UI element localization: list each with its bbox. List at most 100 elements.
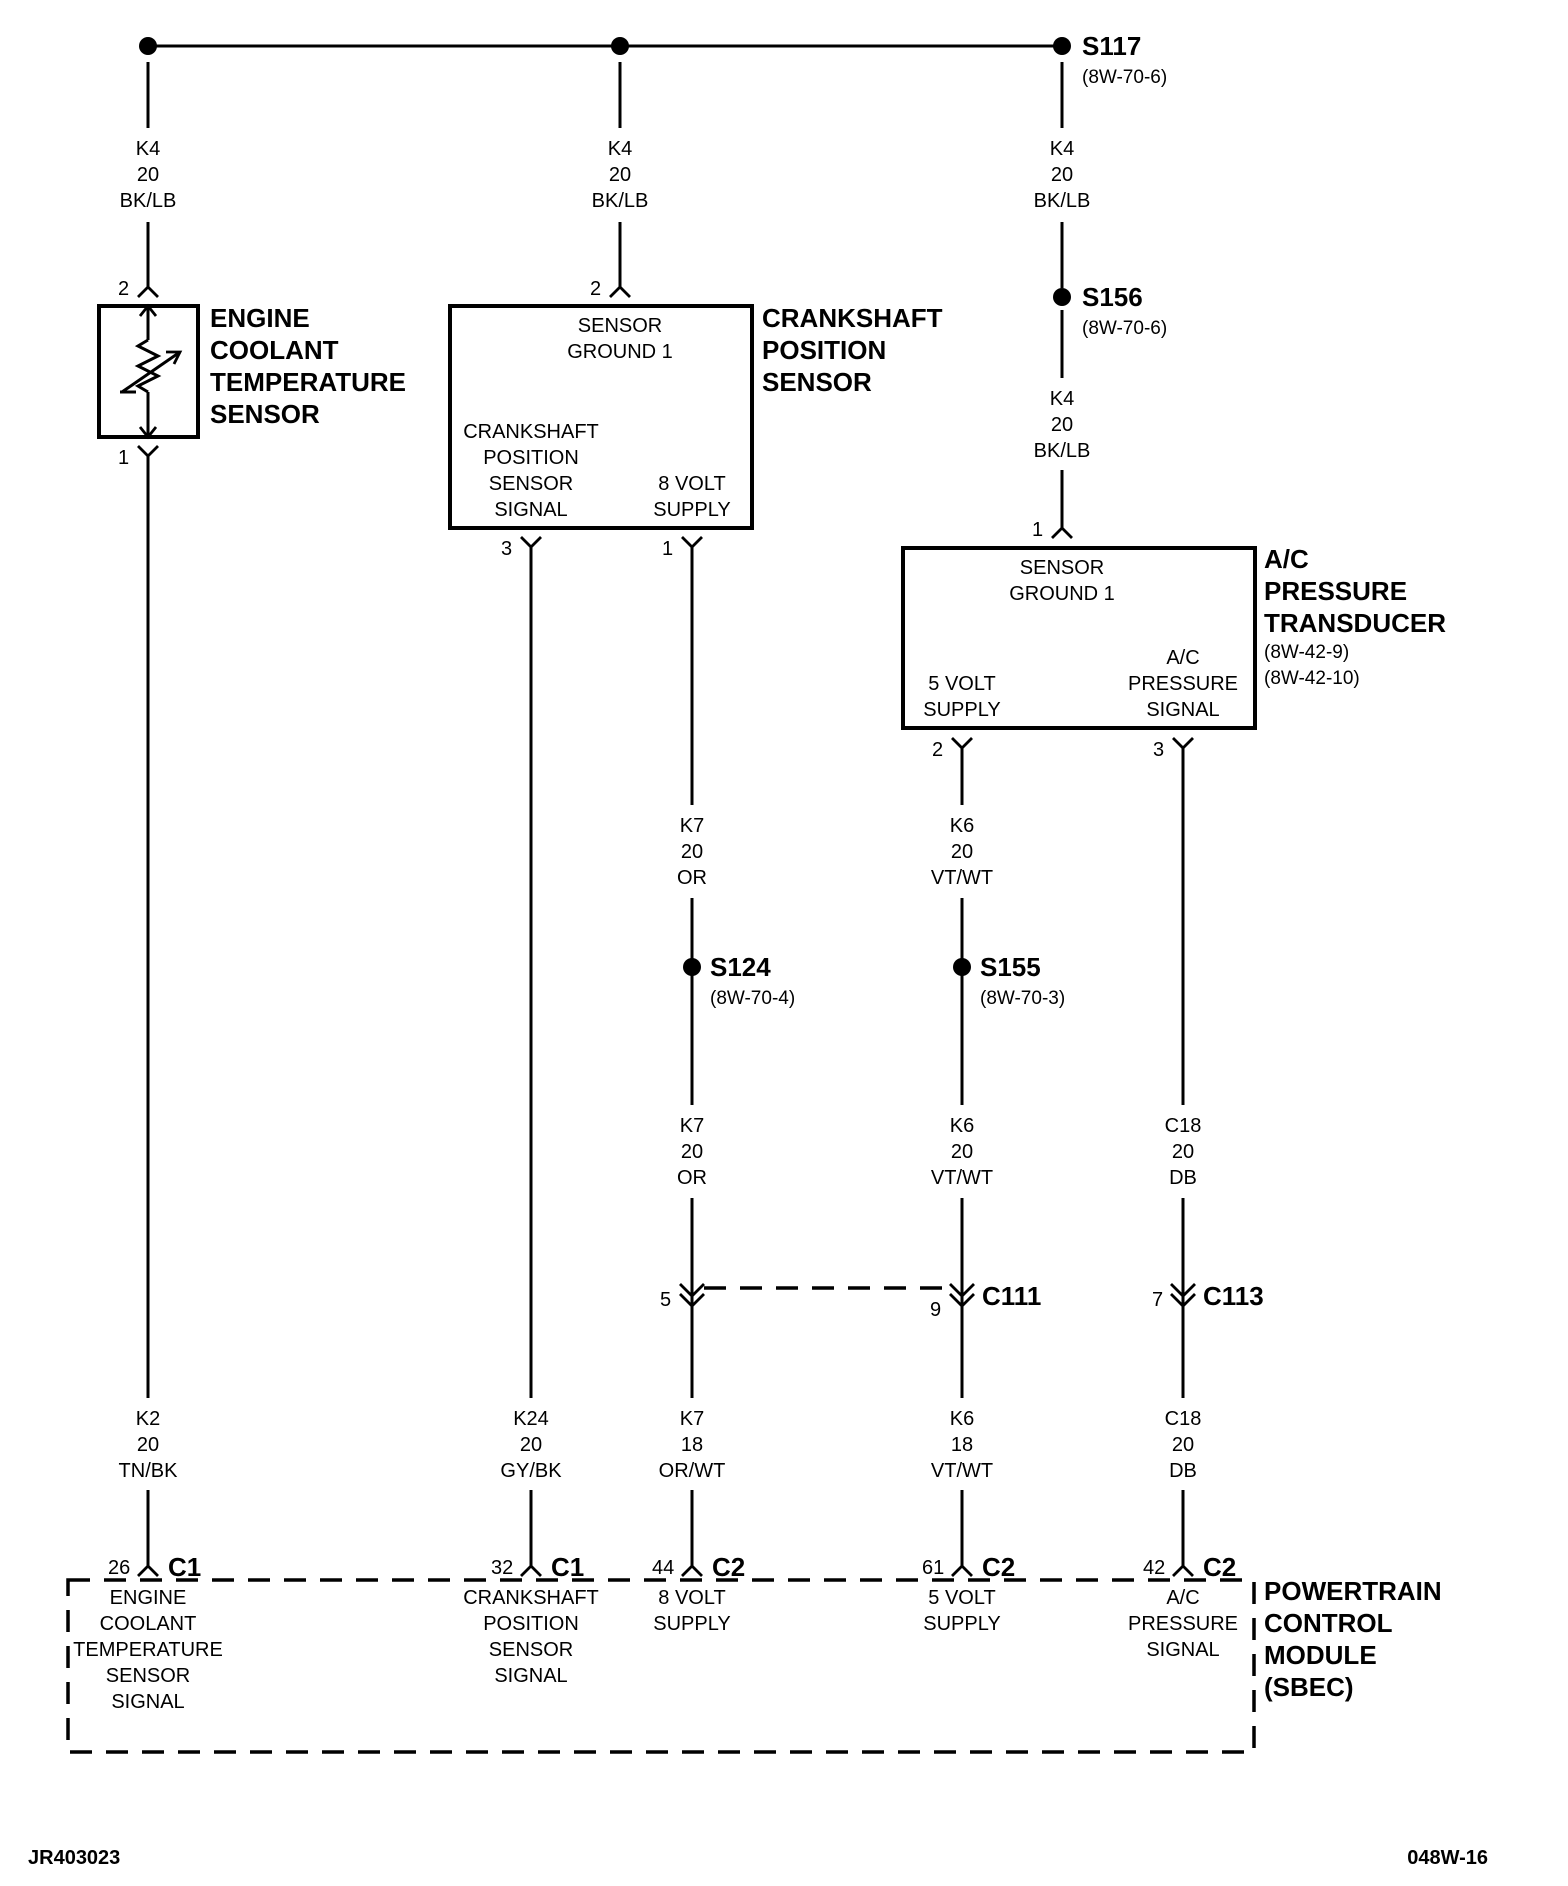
svg-text:COOLANT: COOLANT: [100, 1613, 197, 1635]
svg-text:DB: DB: [1169, 1167, 1197, 1189]
wire-k2-ect-signal: K2 20 TN/BK: [119, 456, 179, 1566]
svg-text:18: 18: [681, 1434, 703, 1456]
wire-k24-ckp-signal: K24 20 GY/BK: [500, 547, 562, 1566]
svg-text:SIGNAL: SIGNAL: [111, 1691, 184, 1713]
svg-text:K4: K4: [608, 138, 632, 160]
svg-text:SIGNAL: SIGNAL: [494, 499, 567, 521]
svg-text:VT/WT: VT/WT: [931, 1167, 993, 1189]
svg-text:20: 20: [1051, 164, 1073, 186]
svg-text:SENSOR: SENSOR: [1020, 557, 1104, 579]
svg-text:42: 42: [1143, 1557, 1165, 1579]
svg-text:C111: C111: [982, 1281, 1041, 1311]
powertrain-control-module: [66, 1578, 1256, 1754]
svg-text:CONTROL: CONTROL: [1264, 1608, 1393, 1638]
svg-text:1: 1: [1032, 519, 1043, 541]
svg-text:S117: S117: [1082, 31, 1141, 61]
splice-s117-dot: [1053, 37, 1071, 55]
svg-text:9: 9: [930, 1299, 941, 1321]
svg-text:K4: K4: [1050, 388, 1074, 410]
svg-text:8 VOLT: 8 VOLT: [658, 473, 725, 495]
svg-text:5 VOLT: 5 VOLT: [928, 673, 995, 695]
svg-text:TN/BK: TN/BK: [119, 1460, 179, 1482]
svg-text:5: 5: [660, 1289, 671, 1311]
svg-text:C1: C1: [168, 1552, 201, 1582]
svg-text:SENSOR: SENSOR: [578, 315, 662, 337]
svg-text:SENSOR: SENSOR: [762, 367, 872, 397]
svg-text:S155: S155: [980, 952, 1041, 982]
svg-text:TEMPERATURE: TEMPERATURE: [73, 1639, 223, 1661]
acp-title: A/C PRESSURE TRANSDUCER (8W-42-9) (8W-42…: [1264, 544, 1446, 689]
svg-text:POSITION: POSITION: [483, 447, 579, 469]
svg-text:20: 20: [1172, 1434, 1194, 1456]
engine-coolant-temperature-sensor: [97, 303, 200, 440]
svg-text:SUPPLY: SUPPLY: [923, 699, 1000, 721]
connector-c113: 7 C113: [1152, 1281, 1264, 1311]
svg-text:20: 20: [1172, 1141, 1194, 1163]
svg-text:SUPPLY: SUPPLY: [653, 499, 730, 521]
svg-text:K4: K4: [136, 138, 160, 160]
svg-text:44: 44: [652, 1557, 674, 1579]
svg-text:20: 20: [137, 164, 159, 186]
svg-text:SENSOR: SENSOR: [210, 399, 320, 429]
svg-text:2: 2: [932, 739, 943, 761]
svg-text:5 VOLT: 5 VOLT: [928, 1587, 995, 1609]
svg-text:3: 3: [1153, 739, 1164, 761]
svg-text:PRESSURE: PRESSURE: [1264, 576, 1407, 606]
svg-text:18: 18: [951, 1434, 973, 1456]
acp-connector-supply: 2: [932, 737, 973, 761]
svg-text:20: 20: [681, 841, 703, 863]
svg-text:BK/LB: BK/LB: [1034, 440, 1091, 462]
splice-s124: S124 (8W-70-4): [683, 952, 795, 1009]
svg-text:SUPPLY: SUPPLY: [653, 1613, 730, 1635]
svg-text:CRANKSHAFT: CRANKSHAFT: [463, 421, 599, 443]
pcm-input-ac: 42 C2 A/C PRESSURE SIGNAL: [1128, 1552, 1238, 1661]
svg-text:CRANKSHAFT: CRANKSHAFT: [463, 1587, 599, 1609]
wire-k4-s117-s156: K4 20 BK/LB: [1034, 62, 1090, 288]
splice-s117-label: S117 (8W-70-6): [1082, 31, 1167, 88]
ckp-connector-signal: 3: [501, 536, 542, 560]
svg-text:ENGINE: ENGINE: [210, 303, 310, 333]
svg-text:POSITION: POSITION: [762, 335, 886, 365]
svg-text:K4: K4: [1050, 138, 1074, 160]
svg-text:K2: K2: [136, 1408, 160, 1430]
ect-title: ENGINE COOLANT TEMPERATURE SENSOR: [210, 303, 406, 429]
svg-text:GROUND 1: GROUND 1: [1009, 583, 1115, 605]
wire-k4-ect: K4 20 BK/LB: [120, 62, 176, 287]
svg-text:32: 32: [491, 1557, 513, 1579]
splice-s155: S155 (8W-70-3): [953, 952, 1065, 1009]
pcm-input-ckp: 32 C1 CRANKSHAFT POSITION SENSOR SIGNAL: [463, 1552, 599, 1687]
pcm-title: POWERTRAIN CONTROL MODULE (SBEC): [1264, 1576, 1442, 1702]
wire-c18-ac-signal: C18 20 DB C18 20 DB: [1165, 748, 1201, 1566]
splice-s156: S156 (8W-70-6): [1053, 282, 1167, 339]
svg-text:VT/WT: VT/WT: [931, 1460, 993, 1482]
svg-text:20: 20: [951, 841, 973, 863]
acp-connector-top: 1: [1032, 519, 1073, 541]
svg-text:CRANKSHAFT: CRANKSHAFT: [762, 303, 943, 333]
svg-text:GY/BK: GY/BK: [500, 1460, 562, 1482]
svg-text:20: 20: [951, 1141, 973, 1163]
pcm-input-ect: 26 C1 ENGINE COOLANT TEMPERATURE SENSOR …: [73, 1552, 223, 1713]
svg-text:K6: K6: [950, 1115, 974, 1137]
svg-text:A/C: A/C: [1264, 544, 1309, 574]
svg-text:K6: K6: [950, 815, 974, 837]
svg-text:TRANSDUCER: TRANSDUCER: [1264, 608, 1446, 638]
splice-dot: [611, 37, 629, 55]
svg-text:POSITION: POSITION: [483, 1613, 579, 1635]
svg-text:C2: C2: [1203, 1552, 1236, 1582]
wire-k6-5v-supply: K6 20 VT/WT K6 20 VT/WT K6 18 VT/WT: [931, 748, 993, 1566]
svg-text:DB: DB: [1169, 1460, 1197, 1482]
svg-text:S124: S124: [710, 952, 771, 982]
wire-k4-s156-acp: K4 20 BK/LB: [1034, 310, 1091, 528]
svg-text:20: 20: [137, 1434, 159, 1456]
svg-text:K7: K7: [680, 815, 704, 837]
svg-text:7: 7: [1152, 1289, 1163, 1311]
svg-text:ENGINE: ENGINE: [110, 1587, 187, 1609]
svg-text:A/C: A/C: [1166, 1587, 1199, 1609]
svg-text:K7: K7: [680, 1115, 704, 1137]
svg-text:SUPPLY: SUPPLY: [923, 1613, 1000, 1635]
svg-text:TEMPERATURE: TEMPERATURE: [210, 367, 406, 397]
top-ground-bus: [139, 37, 1071, 55]
svg-text:OR: OR: [677, 867, 707, 889]
svg-text:(8W-70-4): (8W-70-4): [710, 988, 795, 1009]
